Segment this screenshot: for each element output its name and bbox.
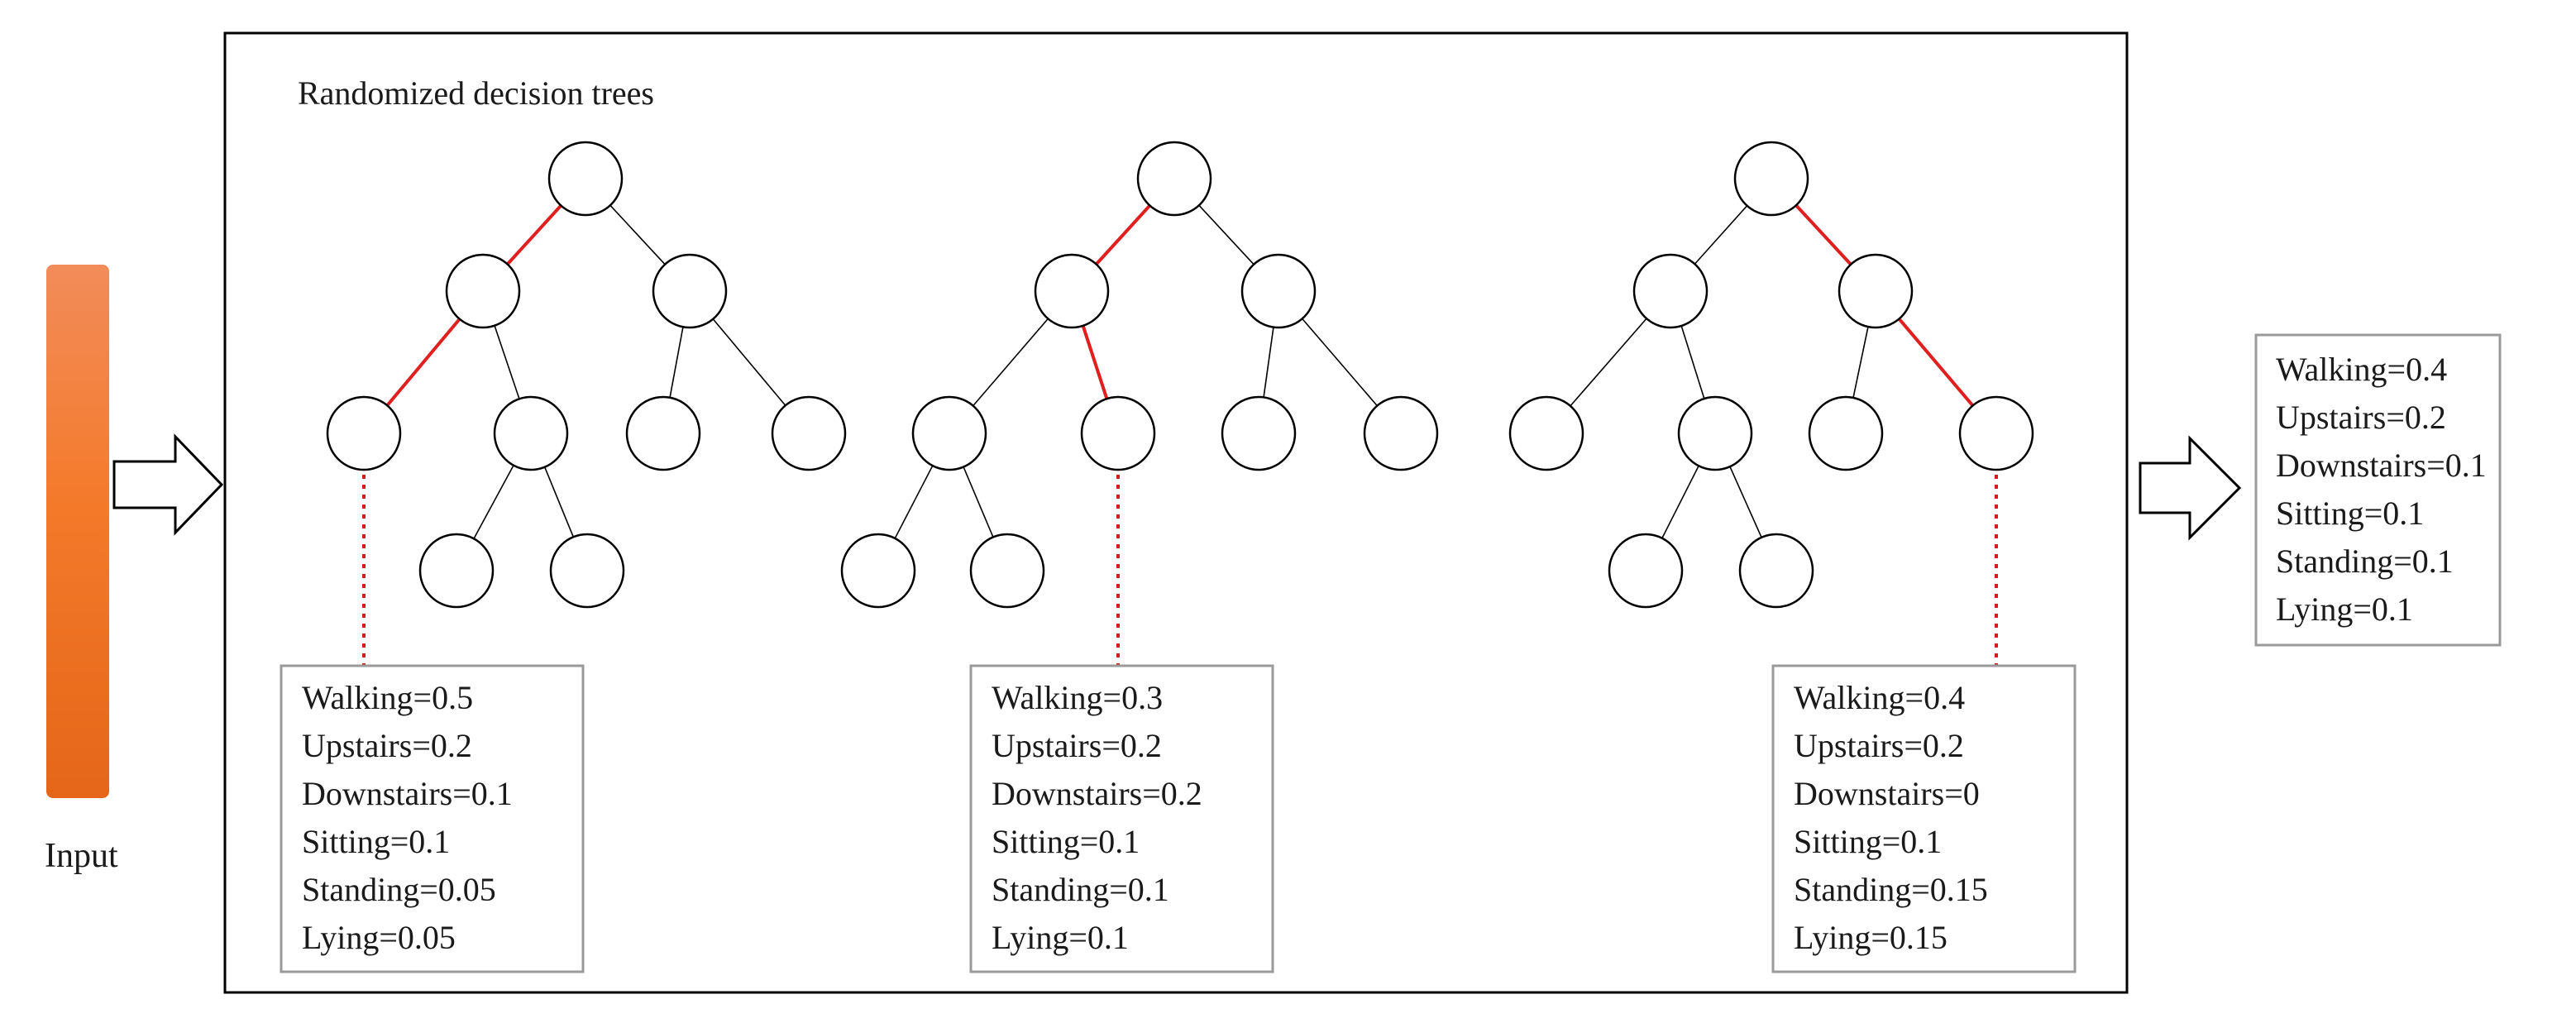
tree-node [1034, 253, 1110, 329]
tree-root-node [547, 141, 624, 217]
tree-node [771, 395, 847, 471]
tree-node [652, 253, 728, 329]
tree-node [418, 533, 495, 609]
input-label: Input [45, 837, 118, 875]
tree-node [1838, 253, 1914, 329]
probability-entry: Sitting=0.1 [992, 823, 1140, 860]
probability-entry: Walking=0.4 [1794, 679, 1965, 716]
tree-edge [669, 327, 684, 398]
tree-edge [894, 465, 934, 539]
tree-edge [1263, 327, 1274, 398]
tree-node [1632, 253, 1709, 329]
tree-edge [473, 465, 514, 539]
output-probability-entry: Downstairs=0.1 [2276, 447, 2487, 484]
tree-edge [1570, 318, 1647, 407]
tree-node [1958, 395, 2034, 471]
output-probability-entry: Standing=0.1 [2276, 543, 2454, 580]
tree-edge [1198, 204, 1255, 265]
tree-node [1608, 533, 1684, 609]
tree-node [1677, 395, 1753, 471]
tree-edge [963, 466, 994, 538]
probability-entry: Downstairs=0 [1794, 775, 1980, 812]
decision-path-edge [385, 318, 461, 407]
tree-edge [1729, 466, 1762, 538]
decision-path-edge [506, 204, 562, 265]
probability-entry: Walking=0.3 [992, 679, 1163, 716]
probability-entry: Lying=0.05 [302, 919, 456, 956]
decision-path-edge [1795, 203, 1852, 266]
trees-layer: Walking=0.5Upstairs=0.2Downstairs=0.1Sit… [280, 141, 2077, 973]
probability-entry: Standing=0.15 [1794, 871, 1988, 908]
tree-node [1080, 395, 1156, 471]
decision-tree: Walking=0.4Upstairs=0.2Downstairs=0Sitti… [1508, 141, 2077, 973]
tree-node [969, 533, 1045, 609]
probability-entry: Sitting=0.1 [302, 823, 450, 860]
tree-node [493, 395, 569, 471]
forest-frame [223, 31, 2129, 994]
decision-tree: Walking=0.5Upstairs=0.2Downstairs=0.1Sit… [280, 141, 847, 973]
probability-entry: Downstairs=0.1 [302, 775, 513, 812]
tree-node [911, 395, 987, 471]
forest-title: Randomized decision trees [298, 74, 654, 112]
tree-node [1240, 253, 1317, 329]
probability-entry: Upstairs=0.2 [992, 727, 1162, 764]
output-probability-entry: Sitting=0.1 [2276, 495, 2424, 532]
decision-path-edge [1081, 325, 1109, 399]
tree-root-node [1136, 141, 1212, 217]
probability-entry: Lying=0.1 [992, 919, 1129, 956]
tree-edge [1661, 465, 1699, 539]
probability-entry: Lying=0.15 [1794, 919, 1948, 956]
tree-edge [494, 325, 520, 399]
tree-node [1221, 395, 1297, 471]
output-probability-entry: Upstairs=0.2 [2276, 399, 2446, 436]
decision-path-edge [1897, 318, 1975, 407]
tree-node [1808, 395, 1884, 471]
tree-node [1363, 395, 1439, 471]
probability-entry: Downstairs=0.2 [992, 775, 1202, 812]
output-probability-list: Walking=0.4Upstairs=0.2Downstairs=0.1Sit… [2276, 351, 2487, 628]
tree-node [1738, 533, 1814, 609]
leaf-probability-box [969, 664, 1274, 973]
input-vector-bar [46, 265, 109, 798]
tree-node [625, 395, 701, 471]
tree-edge [973, 318, 1049, 407]
decision-path-edge [1095, 204, 1151, 265]
leaf-probability-box [1771, 664, 2077, 973]
probability-entry: Upstairs=0.2 [302, 727, 472, 764]
tree-node [840, 533, 916, 609]
probability-entry: Upstairs=0.2 [1794, 727, 1964, 764]
probability-entry: Walking=0.5 [302, 679, 473, 716]
tree-root-node [1733, 141, 1809, 217]
probability-entry: Standing=0.1 [992, 871, 1169, 908]
tree-edge [1694, 205, 1748, 265]
output-probability-entry: Walking=0.4 [2276, 351, 2447, 388]
output-probability-box [2254, 333, 2502, 647]
tree-node [1508, 395, 1584, 471]
probability-entry: Standing=0.05 [302, 871, 496, 908]
tree-edge [609, 204, 666, 265]
right-arrow-icon [112, 433, 224, 536]
decision-tree: Walking=0.3Upstairs=0.2Downstairs=0.2Sit… [840, 141, 1439, 973]
right-arrow-icon [2139, 435, 2242, 541]
tree-edge [1302, 318, 1378, 407]
tree-edge [1852, 326, 1869, 399]
tree-node [326, 395, 402, 471]
tree-node [549, 533, 625, 609]
output-probability-entry: Lying=0.1 [2276, 591, 2413, 628]
tree-edge [543, 466, 575, 538]
leaf-probability-box [280, 664, 585, 973]
tree-node [445, 253, 521, 329]
tree-edge [1680, 325, 1705, 399]
probability-entry: Sitting=0.1 [1794, 823, 1942, 860]
tree-edge [712, 318, 786, 406]
